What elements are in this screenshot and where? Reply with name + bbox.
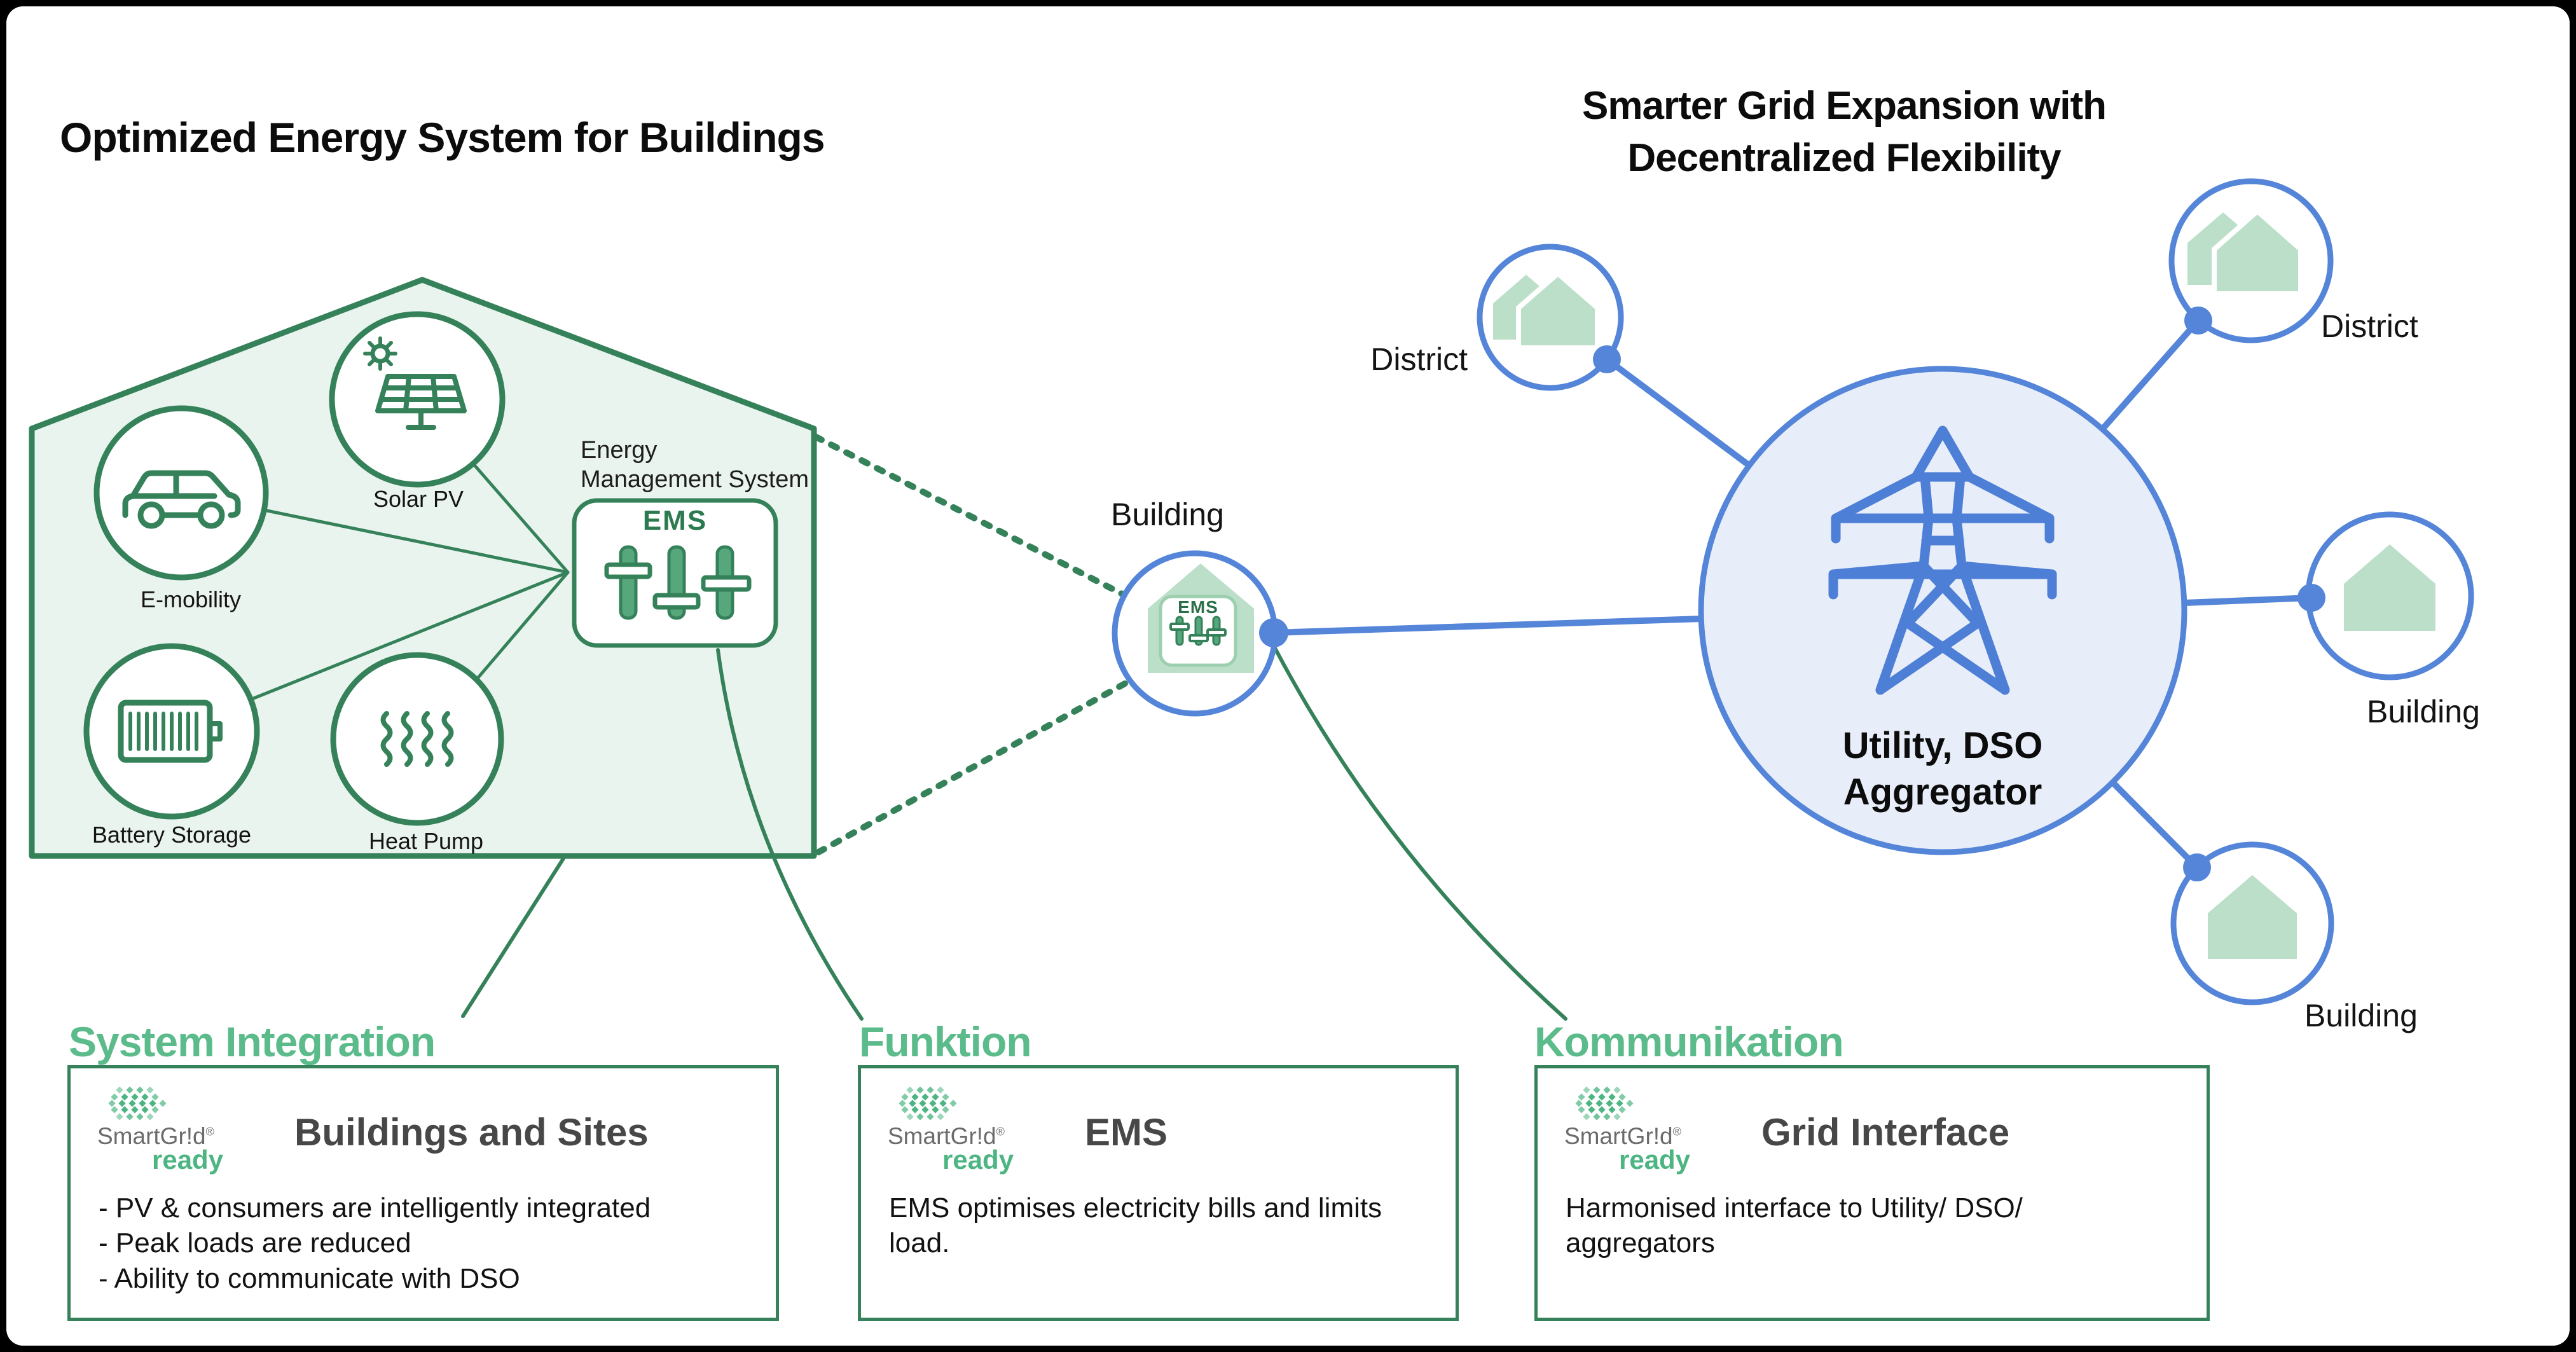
ems-caption-line1: Energy xyxy=(581,437,658,464)
heading-funktion: Funktion xyxy=(859,1018,1032,1065)
right-title: Smarter Grid Expansion with Decentralize… xyxy=(1582,84,2107,180)
line-house-to-system-integration xyxy=(461,857,565,1018)
logo-ready-text: ready xyxy=(1619,1145,1691,1175)
ems-caption-line2: Management System xyxy=(581,466,809,493)
utility-circle xyxy=(1698,366,2187,855)
logo-brand-text: SmartGr!d xyxy=(1564,1123,1673,1149)
heat-pump-circle xyxy=(330,652,504,826)
line-ems-to-funktion xyxy=(716,648,864,1021)
district-top-right-label: District xyxy=(2321,308,2418,344)
district-top-right-icon xyxy=(2187,207,2303,296)
card-body-kommunikation: Harmonised interface to Utility/ DSO/ ag… xyxy=(1566,1192,2023,1259)
ems-label: EMS xyxy=(642,505,708,536)
battery-icon xyxy=(118,700,223,763)
heading-kommunikation: Kommunikation xyxy=(1534,1018,1844,1065)
card-title-grid-interface: Grid Interface xyxy=(1761,1110,2010,1154)
utility-label: Utility, DSO Aggregator xyxy=(1842,725,2043,813)
registered-mark: ® xyxy=(205,1125,214,1138)
smartgrid-dots-icon xyxy=(108,1086,167,1121)
building-bottom-right-icon xyxy=(2208,875,2297,959)
bullet-line: - PV & consumers are intelligently integ… xyxy=(99,1192,651,1224)
ems-mini-label: EMS xyxy=(1178,597,1218,617)
car-icon xyxy=(122,470,241,529)
building-bottom-right-label: Building xyxy=(2304,998,2418,1033)
card-system-integration: SmartGr!d® ready Buildings and Sites - P… xyxy=(67,1065,779,1321)
e-mobility-circle xyxy=(93,405,269,581)
card-title-buildings-and-sites: Buildings and Sites xyxy=(294,1110,649,1154)
card-funktion: SmartGr!d® ready EMS EMS optimises elect… xyxy=(858,1065,1459,1321)
district-top-left-label: District xyxy=(1370,341,1468,377)
slide-canvas: Optimized Energy System for Buildings Sm… xyxy=(6,6,2570,1346)
connection-dots xyxy=(1259,307,2325,881)
smartgrid-ready-logo: SmartGr!d® ready xyxy=(97,1085,250,1175)
building-node-sliders-icon xyxy=(1169,616,1227,646)
ems-caption: Energy Management System xyxy=(581,436,809,494)
building-right-label: Building xyxy=(2367,694,2480,729)
smartgrid-ready-logo: SmartGr!d® ready xyxy=(888,1085,1040,1175)
diagram-layer xyxy=(29,178,2474,1021)
network-lines xyxy=(1271,317,2315,871)
registered-mark: ® xyxy=(1672,1125,1681,1138)
heat-pump-label: Heat Pump xyxy=(368,828,484,854)
building-node-label: Building xyxy=(1111,497,1224,532)
dotted-links xyxy=(813,434,1147,855)
solar-pv-label: Solar PV xyxy=(373,486,464,512)
logo-brand-text: SmartGr!d xyxy=(888,1123,996,1149)
smartgrid-ready-logo: SmartGr!d® ready xyxy=(1564,1085,1717,1175)
card-body-system-integration: - PV & consumers are intelligently integ… xyxy=(71,1175,776,1296)
logo-ready-text: ready xyxy=(152,1145,224,1175)
battery-storage-label: Battery Storage xyxy=(92,822,252,848)
district-top-left-icon xyxy=(1493,270,1600,350)
bullet-line: - Peak loads are reduced xyxy=(99,1227,411,1259)
ems-sliders-icon xyxy=(604,545,752,620)
building-right-icon xyxy=(2344,544,2435,631)
smartgrid-dots-icon xyxy=(899,1086,957,1121)
logo-ready-text: ready xyxy=(942,1145,1014,1175)
building-node xyxy=(1112,550,1278,717)
card-kommunikation: SmartGr!d® ready Grid Interface Harmonis… xyxy=(1534,1065,2210,1321)
smartgrid-dots-icon xyxy=(1575,1086,1634,1121)
card-title-ems: EMS xyxy=(1085,1110,1168,1154)
logo-brand-text: SmartGr!d xyxy=(97,1123,206,1149)
bullet-line: - Ability to communicate with DSO xyxy=(99,1262,520,1294)
heading-system-integration: System Integration xyxy=(69,1018,436,1065)
transmission-tower-icon xyxy=(1828,425,2057,695)
e-mobility-label: E-mobility xyxy=(140,586,242,612)
line-building-to-kommunikation xyxy=(1267,634,1567,1021)
registered-mark: ® xyxy=(996,1125,1005,1138)
left-title: Optimized Energy System for Buildings xyxy=(60,114,825,161)
heat-pump-icon xyxy=(380,711,454,767)
component-to-ems-lines xyxy=(249,462,570,701)
solar-panel-icon xyxy=(363,336,467,430)
ems-box xyxy=(572,498,778,648)
card-body-funktion: EMS optimises electricity bills and limi… xyxy=(889,1192,1382,1259)
